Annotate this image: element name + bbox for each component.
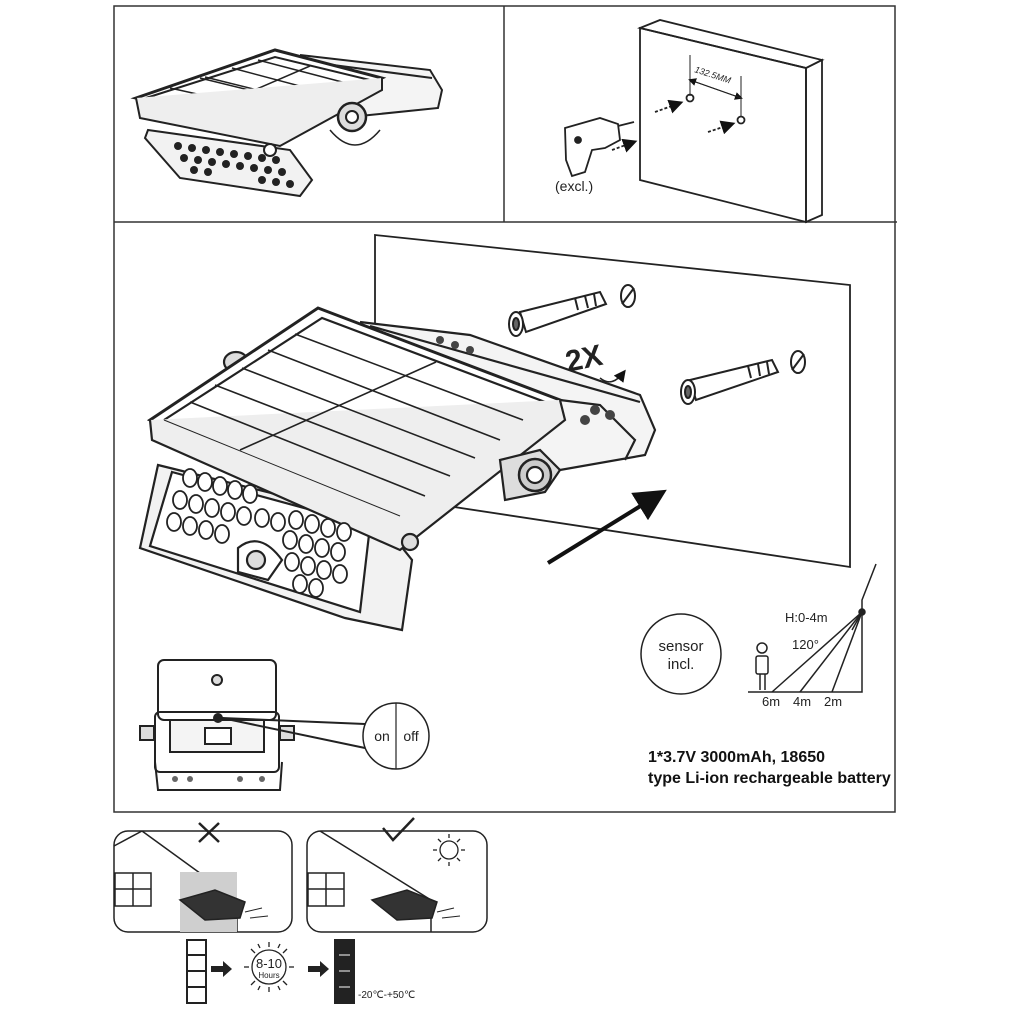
lamp-back-view-illustration bbox=[139, 659, 366, 791]
switch-on-label: on bbox=[374, 728, 390, 744]
lamp-product-illustration bbox=[130, 48, 444, 198]
distance-4m-label: 4m bbox=[793, 694, 811, 709]
lamp-mount-illustration bbox=[138, 306, 657, 632]
wall-plug-and-screw-lower bbox=[680, 350, 806, 405]
detection-height-label: H:0-4m bbox=[785, 610, 828, 625]
drill-wall-illustration bbox=[564, 19, 825, 224]
placement-wrong-scene bbox=[113, 830, 293, 933]
cross-icon bbox=[198, 822, 220, 843]
sensor-badge bbox=[640, 613, 722, 695]
drill-excluded-label: (excl.) bbox=[555, 178, 593, 194]
distance-2m-label: 2m bbox=[824, 694, 842, 709]
battery-spec-line1: 1*3.7V 3000mAh, 18650 bbox=[648, 749, 825, 766]
sun-icon bbox=[433, 834, 465, 866]
led-array bbox=[166, 468, 352, 598]
detection-angle-label: 120° bbox=[792, 637, 819, 652]
frame bbox=[113, 5, 897, 813]
battery-full-icon bbox=[334, 939, 355, 1004]
switch-off-label: off bbox=[403, 728, 418, 744]
distance-6m-label: 6m bbox=[762, 694, 780, 709]
battery-spec-line2: type Li-ion rechargeable battery bbox=[648, 770, 891, 787]
battery-empty-icon bbox=[186, 939, 207, 1004]
detection-range-diagram bbox=[748, 563, 877, 693]
mount-direction-arrow bbox=[546, 489, 667, 565]
charge-duration-unit: Hours bbox=[258, 971, 279, 980]
arrow-right-icon bbox=[211, 961, 232, 977]
sensor-badge-line2: incl. bbox=[668, 656, 695, 673]
arrow-right-icon-2 bbox=[308, 961, 329, 977]
check-icon bbox=[382, 817, 415, 842]
sensor-badge-line1: sensor bbox=[658, 638, 703, 655]
wall-plug-and-screw-upper bbox=[508, 284, 636, 337]
hole-distance-label: 132.5MM bbox=[693, 64, 732, 85]
charge-duration-value: 8-10 bbox=[256, 956, 282, 971]
temperature-range-label: -20℃-+50℃ bbox=[358, 990, 415, 1001]
rotate-arrow-icon bbox=[599, 369, 626, 383]
sun-charge-icon bbox=[244, 942, 294, 992]
placement-correct-scene bbox=[306, 830, 488, 933]
